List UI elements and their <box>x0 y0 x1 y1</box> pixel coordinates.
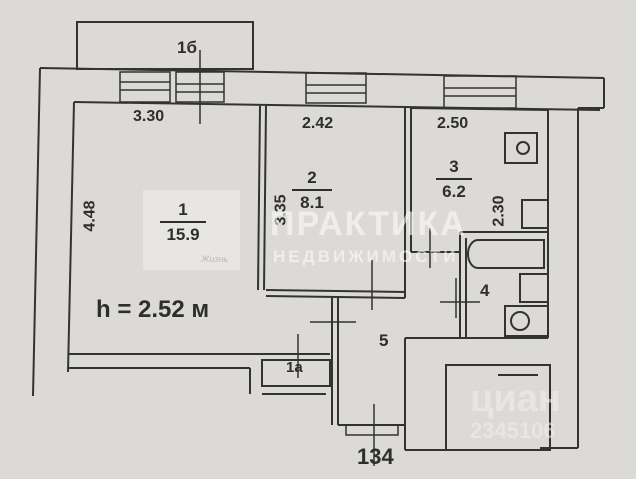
room-1-area: 15.9 <box>166 225 200 244</box>
room-3-fraction: 3 6.2 <box>436 158 472 200</box>
room-1b-label: 1б <box>177 38 197 57</box>
watermark-agency-main: ПРАКТИКА <box>270 205 467 243</box>
room-1-number: 1 <box>178 200 188 219</box>
room-2-area: 8.1 <box>300 193 324 212</box>
room-3-width: 2.50 <box>437 115 469 132</box>
room-1-width: 3.30 <box>133 108 165 125</box>
watermark-cian-id: 2345106 <box>470 418 556 443</box>
room-1a-label: 1а <box>286 359 303 376</box>
room-1-length: 4.48 <box>81 200 99 232</box>
corridor-number: 134 <box>357 444 394 469</box>
room-2-width: 2.42 <box>302 115 334 132</box>
room-3-length: 2.30 <box>490 195 508 227</box>
room-4-label: 4 <box>480 281 490 300</box>
ceiling-height: h = 2.52 м <box>96 296 210 323</box>
room-2-fraction: 2 8.1 <box>292 169 332 211</box>
watermark-cian: циан <box>470 378 561 420</box>
room-2-number: 2 <box>307 168 317 187</box>
room-3-number: 3 <box>449 157 459 176</box>
room-5-label: 5 <box>379 331 389 350</box>
watermark-agency-sub: НЕДВИЖИМОСТИ <box>273 247 459 266</box>
watermark-logo-panel: Жизнь <box>143 190 240 270</box>
room-1-fraction: 1 15.9 <box>160 201 206 243</box>
watermark-logo-caption: Жизнь <box>201 254 229 264</box>
room-3-area: 6.2 <box>442 182 466 201</box>
